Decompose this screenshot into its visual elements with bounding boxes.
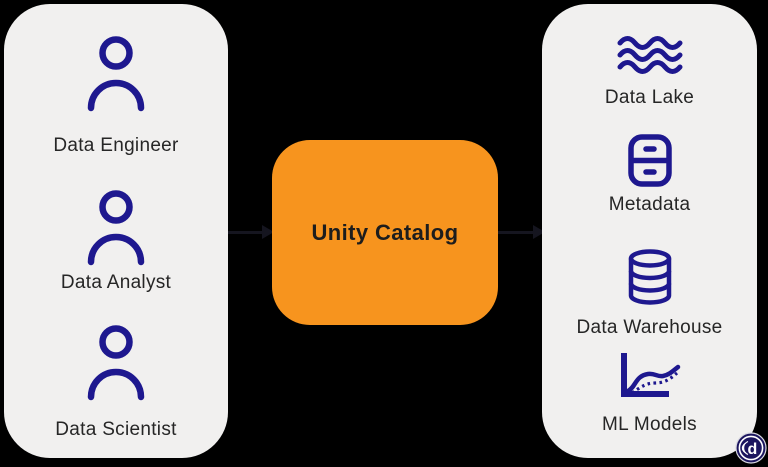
cabinet-icon [542, 133, 757, 187]
asset-label-ml-models: ML Models [602, 414, 697, 435]
person-icon [4, 36, 228, 112]
person-icon [4, 325, 228, 401]
unity-catalog-box: Unity Catalog [272, 140, 498, 325]
person-icon [4, 190, 228, 266]
asset-label-data-warehouse: Data Warehouse [576, 317, 723, 338]
logo-letter: d [748, 441, 758, 458]
persona-label-data-engineer: Data Engineer [53, 135, 179, 156]
waves-icon [542, 35, 757, 75]
ml-chart-icon [542, 351, 757, 399]
personas-panel: Data Engineer Data Analyst Data Scientis… [4, 4, 228, 458]
arrowhead-icon [262, 225, 274, 239]
unity-catalog-label: Unity Catalog [311, 219, 459, 245]
asset-label-metadata: Metadata [608, 194, 691, 215]
watermark-logo: d [735, 432, 767, 464]
persona-label-data-analyst: Data Analyst [60, 272, 172, 293]
persona-label-data-scientist: Data Scientist [55, 419, 177, 440]
arrow-catalog-to-assets [498, 231, 535, 234]
asset-label-data-lake: Data Lake [604, 87, 695, 108]
arrow-personas-to-catalog [228, 231, 264, 234]
assets-panel: Data Lake Metadata Data Warehouse [542, 4, 757, 458]
database-icon [542, 249, 757, 305]
